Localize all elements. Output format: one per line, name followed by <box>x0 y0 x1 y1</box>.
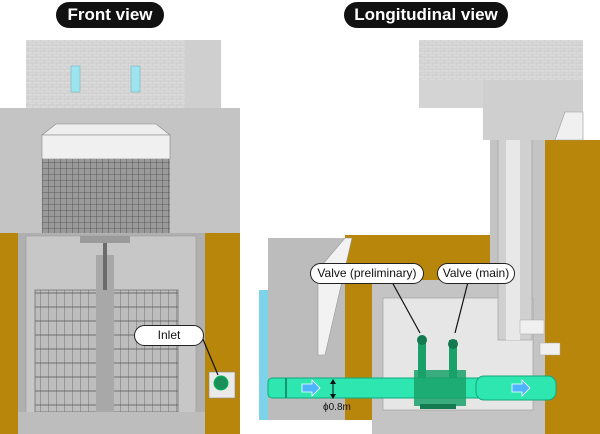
hoist-top <box>41 134 171 160</box>
inlet-leader <box>201 336 219 376</box>
valve-main-body <box>449 340 457 378</box>
soil-right <box>205 233 240 434</box>
valve-preliminary-body <box>418 338 426 378</box>
gate-channel-right <box>109 289 179 413</box>
inlet-callout: Inlet <box>134 325 204 346</box>
longitudinal-view <box>259 40 600 434</box>
soil-downstream <box>545 140 600 434</box>
front-view-title: Front view <box>56 2 164 28</box>
beam <box>80 236 130 243</box>
diameter-arrow-down <box>330 394 336 399</box>
leader-main <box>454 281 469 334</box>
gate-channel-left <box>34 289 101 413</box>
gate-grid-upper <box>42 159 170 235</box>
flow-arrow-icon <box>511 379 531 397</box>
shaft-inner <box>506 112 520 340</box>
pier <box>96 255 114 415</box>
flow-arrow-icon <box>301 379 321 397</box>
longitudinal-view-title: Longitudinal view <box>344 2 508 28</box>
building-side <box>185 40 221 108</box>
soil-left <box>0 233 18 434</box>
bottom-sill <box>18 412 205 434</box>
leader-preliminary <box>391 281 421 334</box>
valve-main-callout: Valve (main) <box>437 263 515 284</box>
valve-main-handwheel <box>448 339 458 349</box>
sill-lower <box>539 342 561 356</box>
sill <box>519 319 545 335</box>
front-view <box>0 40 240 434</box>
window-left <box>70 65 81 93</box>
valve-preliminary-callout: Valve (preliminary) <box>310 263 424 284</box>
inlet-pipe <box>213 375 229 391</box>
diameter-arrow-up <box>330 379 336 384</box>
gate-stem <box>103 240 107 290</box>
valve-preliminary-handwheel <box>417 335 427 345</box>
valve-base <box>420 404 456 409</box>
window-right <box>130 65 141 93</box>
pipe-diameter-label: ϕ0.8m <box>323 402 351 413</box>
valve-assembly <box>414 370 466 406</box>
stair <box>554 111 584 141</box>
hoist-cap <box>41 123 171 136</box>
